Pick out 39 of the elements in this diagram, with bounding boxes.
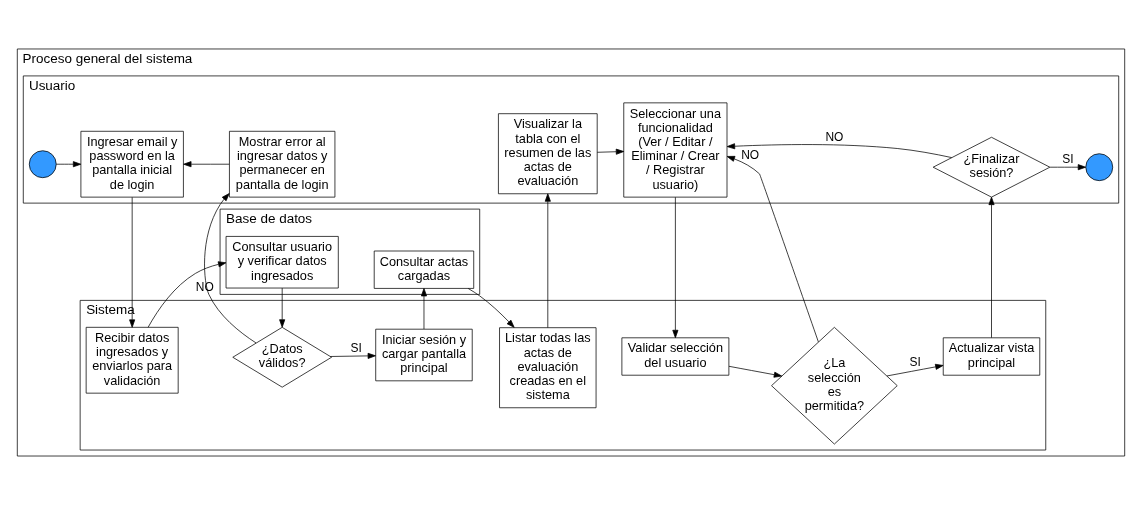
arrow <box>1049 164 1087 171</box>
arrow <box>204 193 257 344</box>
edge-label: NO <box>825 129 844 144</box>
edge-label: SI <box>1062 152 1074 167</box>
node-box: Ingresar email y password en la pantalla inicial de login <box>80 130 184 198</box>
arrow <box>147 261 227 328</box>
arrow <box>726 156 819 343</box>
arrow <box>467 288 515 328</box>
node-box: Validar selección del usuario <box>621 337 730 376</box>
arrow <box>596 148 625 155</box>
arrow <box>728 365 783 378</box>
arrow <box>129 196 136 328</box>
node-circle <box>1085 153 1114 182</box>
node-box: Mostrar error al ingresar datos y permanecer en pantalla de login <box>229 130 336 198</box>
arrow <box>544 193 551 328</box>
edge-label: NO <box>195 279 214 294</box>
node-box: Consultar usuario y verificar datos ingresados <box>225 236 339 289</box>
node-box: Iniciar sesión y cargar pantalla principal <box>375 328 473 382</box>
node-box: Consultar actas cargadas <box>373 250 475 289</box>
node-diamond: ¿Datos válidos? <box>232 326 332 388</box>
arrow <box>279 287 286 328</box>
node-box: Seleccionar una funcionalidad (Ver / Editar / Eliminar / Crear / Registrar usuario) <box>623 102 728 198</box>
node-circle <box>28 150 57 179</box>
node-box: Actualizar vista principal <box>942 337 1041 376</box>
edge-label: SI <box>909 355 921 370</box>
node-box: Recibir datos ingresados y enviarlos para validación <box>85 326 179 394</box>
arrow <box>55 161 82 168</box>
node-box: Visualizar la tabla con el resumen de las actas de evaluación <box>498 113 598 195</box>
node-box: Listar todas las actas de evaluación creadas en el sistema <box>499 327 597 409</box>
arrow <box>183 161 230 168</box>
arrow <box>726 143 953 158</box>
arrow <box>330 352 376 359</box>
arrow <box>420 288 427 330</box>
edge-label: NO <box>741 147 760 162</box>
arrow <box>886 363 944 377</box>
edge-label: SI <box>350 340 362 355</box>
arrow <box>672 196 679 339</box>
arrow <box>988 196 995 339</box>
node-diamond: ¿Finalizar sesión? <box>932 136 1051 198</box>
